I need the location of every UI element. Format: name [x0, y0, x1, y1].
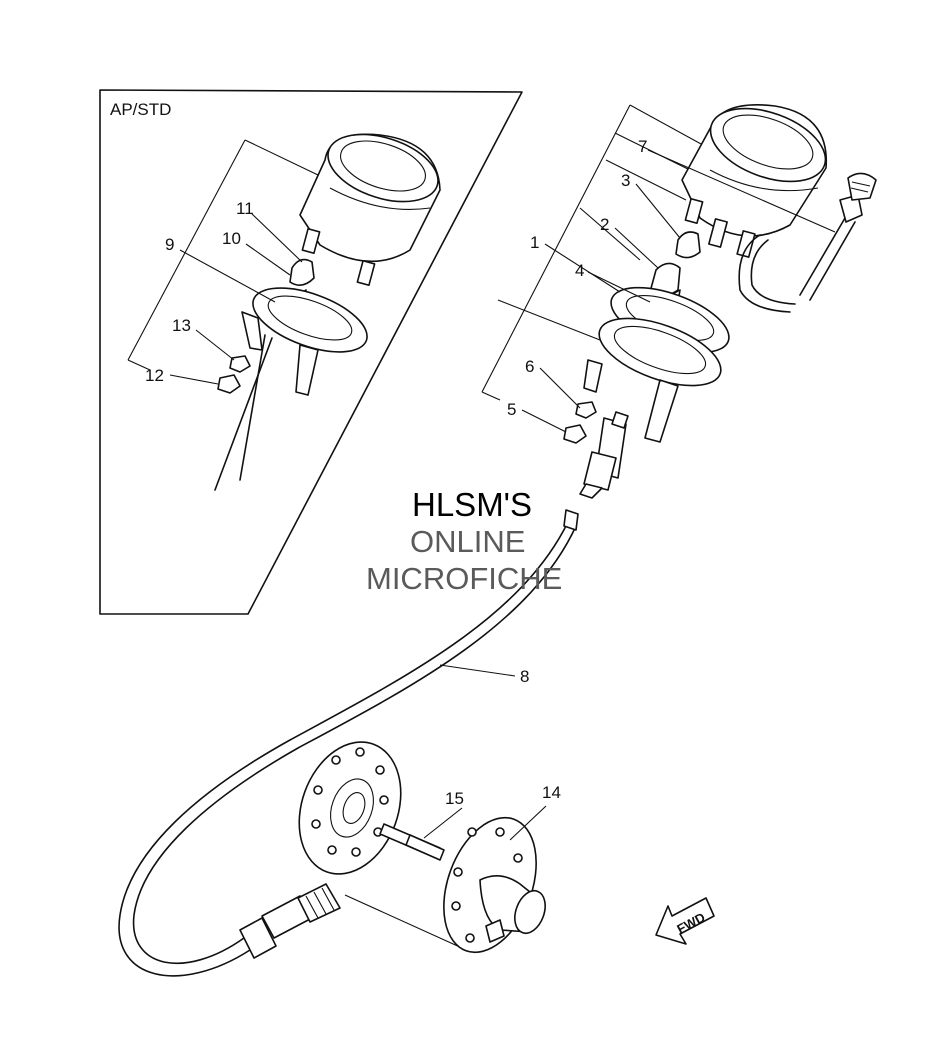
callout-10: 10	[222, 229, 241, 248]
callout-7: 7	[638, 137, 647, 156]
watermark-line1: HLSM'S	[412, 486, 532, 523]
gear-unit	[443, 805, 547, 954]
main-cover	[583, 317, 722, 443]
callout-11: 11	[236, 199, 254, 218]
speedometer-cable	[118, 509, 579, 977]
callout-15: 15	[445, 789, 464, 808]
callout-12: 12	[145, 366, 164, 385]
inset-title: AP/STD	[110, 100, 171, 119]
main-washer	[575, 401, 597, 419]
callout-9: 9	[165, 235, 174, 254]
watermark: HLSM'S ONLINE MICROFICHE	[366, 486, 562, 596]
callout-13: 13	[172, 316, 191, 335]
watermark-line2: ONLINE	[410, 524, 525, 559]
watermark-line3: MICROFICHE	[366, 561, 562, 596]
callouts: 1 2 3 4 5 6 7 8 9 10 11 12 13 14 15	[145, 137, 647, 808]
inset-washer	[229, 355, 251, 373]
inset-nut	[217, 374, 241, 394]
inset-bracket-part	[214, 287, 368, 491]
inset-gauge	[299, 133, 441, 286]
fwd-arrow: FWD	[655, 897, 715, 945]
main-gauge	[681, 104, 828, 313]
inset-border	[99, 89, 523, 615]
callout-2: 2	[600, 215, 609, 234]
disc-plate	[298, 741, 402, 875]
callout-3: 3	[621, 171, 630, 190]
callout-5: 5	[507, 400, 516, 419]
callout-4: 4	[575, 261, 584, 280]
callout-8: 8	[520, 667, 529, 686]
main-bulb	[675, 231, 701, 259]
inset-panel: AP/STD	[99, 89, 523, 615]
main-nut	[563, 424, 587, 444]
callout-6: 6	[525, 357, 534, 376]
callout-1: 1	[530, 233, 539, 252]
drive-pin	[379, 807, 463, 861]
cable-lower-end	[239, 883, 341, 959]
inset-bracket	[127, 139, 246, 361]
main-bracket	[481, 104, 631, 393]
callout-14: 14	[542, 783, 561, 802]
drive-joint	[579, 411, 629, 499]
sensor-cable	[799, 172, 877, 301]
main-assembly	[481, 104, 877, 499]
